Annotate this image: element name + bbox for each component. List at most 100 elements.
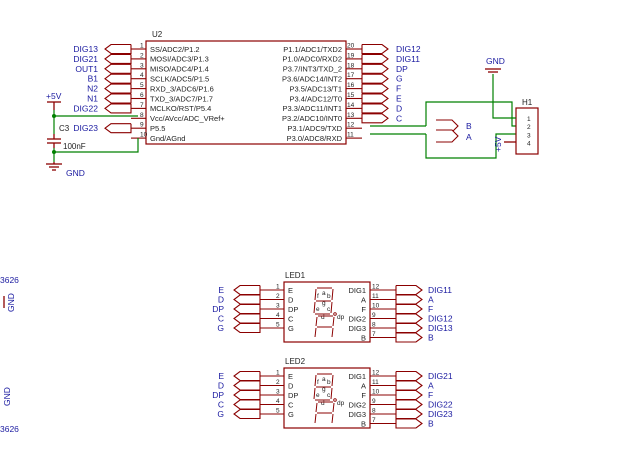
u2-pin-number: 14 bbox=[347, 102, 355, 109]
u2-pin-name: P5.5 bbox=[150, 124, 165, 133]
led-pin-name: DIG1 bbox=[348, 372, 366, 381]
led-pin-number: 8 bbox=[372, 408, 376, 415]
segment-letter: e bbox=[316, 392, 320, 399]
capacitor-c3[interactable]: C3 100nF bbox=[47, 124, 86, 151]
net-flag bbox=[104, 93, 132, 104]
u2-pin-number: 1 bbox=[140, 43, 144, 50]
bus-b-label: B bbox=[466, 121, 472, 131]
led-pin-number: 5 bbox=[276, 408, 280, 415]
net-flag bbox=[104, 43, 132, 55]
dp-dot bbox=[333, 398, 337, 402]
u2-pin-number: 5 bbox=[140, 82, 144, 89]
net-label: DP bbox=[212, 304, 224, 314]
u2-pin-name: P3.1/ADC9/TXD bbox=[287, 124, 342, 133]
u2-pin-number: 3 bbox=[140, 62, 144, 69]
net-label: N1 bbox=[87, 94, 98, 104]
net-label: D bbox=[396, 103, 402, 113]
header-gnd-wire bbox=[492, 74, 516, 119]
net-flag bbox=[361, 63, 389, 74]
net-label: OUT1 bbox=[75, 64, 98, 74]
net-flag bbox=[395, 332, 423, 343]
led-pin-number: 1 bbox=[276, 284, 280, 291]
net-label: F bbox=[428, 390, 433, 400]
net-label: E bbox=[218, 285, 224, 295]
u2-pin-name: P3.5/ADC13/T1 bbox=[289, 84, 342, 93]
net-flag bbox=[395, 408, 423, 420]
u2-pin-name: TXD_3/ADC7/P1.7 bbox=[150, 94, 213, 103]
led-pin-name: C bbox=[288, 314, 294, 323]
led-body bbox=[283, 367, 371, 429]
power-section: +5V C3 100nF GND bbox=[46, 91, 139, 178]
net-label: D bbox=[218, 381, 224, 391]
segment-letter: g bbox=[322, 300, 326, 307]
led-pin-name: DIG2 bbox=[348, 400, 366, 409]
segment bbox=[332, 316, 335, 327]
side-gnd-bottom: GND bbox=[2, 387, 12, 406]
net-flag bbox=[104, 53, 132, 64]
segment bbox=[315, 316, 318, 327]
led-pin-name: D bbox=[288, 295, 294, 304]
u2-pin-number: 13 bbox=[347, 112, 355, 119]
led-pin-number: 9 bbox=[372, 312, 376, 319]
segment bbox=[331, 413, 334, 424]
net-label: B1 bbox=[88, 74, 99, 84]
net-flag bbox=[104, 123, 132, 134]
u2-pin-number: 11 bbox=[347, 132, 354, 139]
u2-pin-name: Vcc/AVcc/ADC_VRef+ bbox=[150, 114, 225, 123]
net-label: DIG23 bbox=[73, 123, 98, 133]
led-ref: LED1 bbox=[285, 271, 306, 280]
net-flag bbox=[233, 294, 261, 305]
u2-pin-number: 10 bbox=[140, 132, 148, 139]
led-pin-number: 10 bbox=[372, 303, 380, 310]
segment bbox=[313, 301, 316, 314]
segment bbox=[313, 387, 316, 400]
net-flag bbox=[395, 313, 423, 324]
net-label: DIG13 bbox=[73, 44, 98, 54]
net-flag bbox=[233, 399, 261, 410]
net-label: DIG23 bbox=[428, 409, 453, 419]
u2-pin-number: 15 bbox=[347, 92, 355, 99]
led-pin-number: 7 bbox=[372, 417, 376, 424]
cap-ref: C3 bbox=[59, 124, 70, 133]
led-pin-number: 7 bbox=[372, 331, 376, 338]
header-pin-number: 4 bbox=[527, 141, 531, 148]
header-ref: H1 bbox=[522, 98, 533, 107]
led-pin-number: 4 bbox=[276, 398, 280, 405]
header-body bbox=[515, 107, 539, 155]
u2-pin-number: 6 bbox=[140, 92, 144, 99]
u2-pin-number: 16 bbox=[347, 82, 355, 89]
u2-pin-number: 19 bbox=[347, 52, 355, 59]
net-label: F bbox=[428, 304, 433, 314]
net-label: DIG21 bbox=[428, 371, 453, 381]
led-pin-name: DP bbox=[288, 305, 298, 314]
segment-letter: f bbox=[317, 379, 319, 386]
led-pin-name: DIG2 bbox=[348, 314, 366, 323]
header-gnd-label: GND bbox=[486, 56, 505, 66]
segment-letter: g bbox=[322, 386, 326, 393]
side-num-top: 3626 bbox=[0, 275, 19, 285]
net-label: DIG22 bbox=[73, 103, 98, 113]
u2-pin-number: 2 bbox=[140, 52, 144, 59]
led-pin-number: 11 bbox=[372, 379, 379, 386]
u2-pin-name: SS/ADC2/P1.2 bbox=[150, 45, 200, 54]
segment-letter: a bbox=[322, 290, 326, 297]
u2-pin-name: P1.1/ADC1/TXD2 bbox=[283, 45, 342, 54]
net-flag bbox=[233, 313, 261, 324]
led-pin-number: 4 bbox=[276, 312, 280, 319]
led-ref: LED2 bbox=[285, 357, 306, 366]
segment bbox=[314, 374, 317, 387]
segment bbox=[332, 402, 335, 413]
led-pin-number: 3 bbox=[276, 389, 280, 396]
u2-pin-name: P3.2/ADC10/INT0 bbox=[282, 114, 342, 123]
net-flag bbox=[395, 389, 423, 401]
net-label: E bbox=[396, 94, 402, 104]
u2-pin-number: 8 bbox=[140, 112, 144, 119]
net-flag bbox=[395, 399, 423, 410]
u2-ref: U2 bbox=[152, 30, 163, 39]
